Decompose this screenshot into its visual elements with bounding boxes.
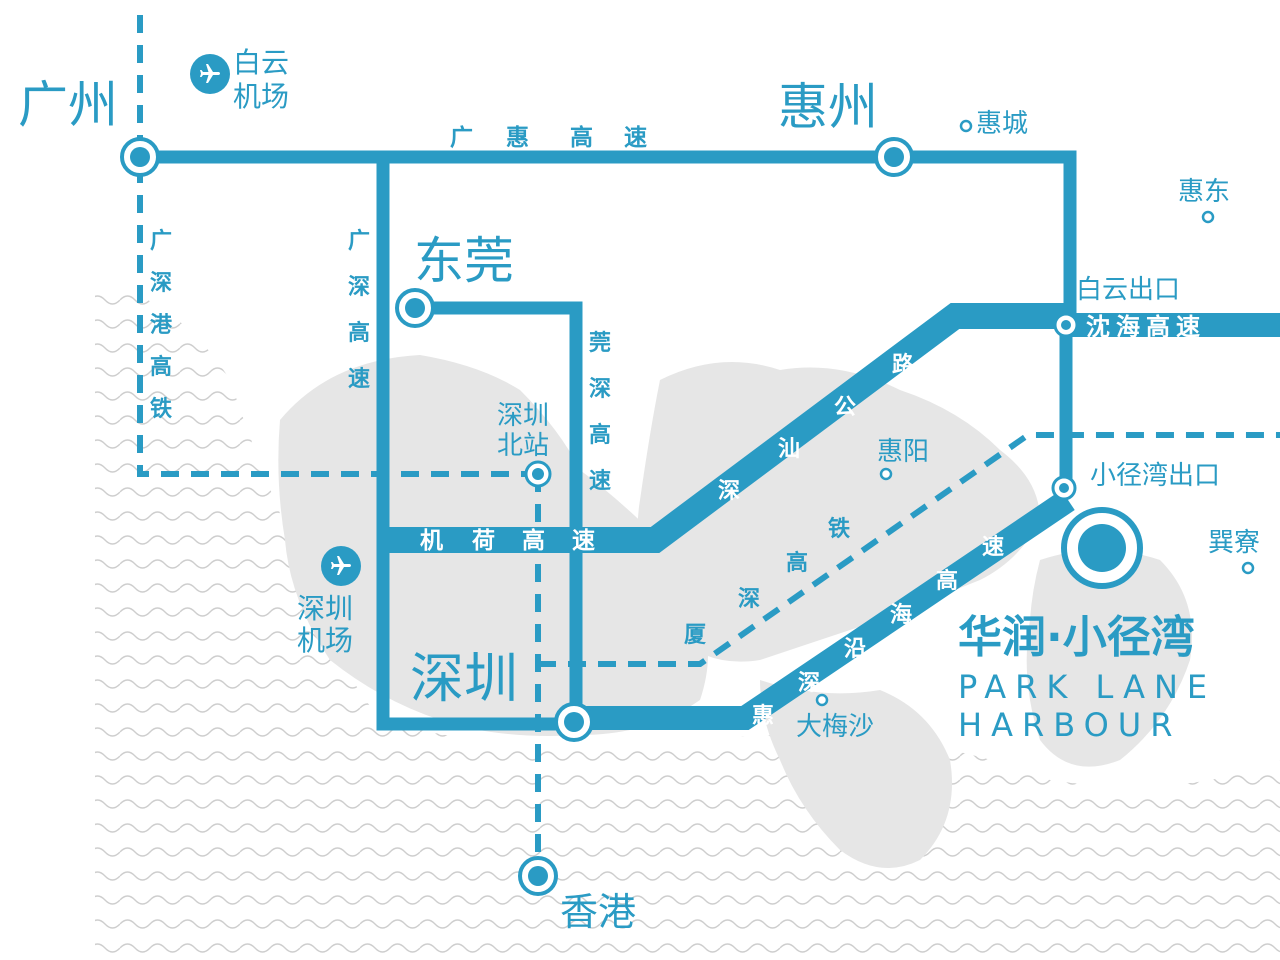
- road-char: 速: [589, 468, 611, 494]
- road-char: 铁: [828, 516, 850, 542]
- road-label-shenhai: 沈海高速: [1086, 313, 1206, 341]
- city-label-huizhou: 惠州: [778, 78, 878, 136]
- road-char: 沿: [844, 637, 866, 662]
- road-char: 广: [348, 228, 370, 254]
- airplane-icon: [321, 546, 361, 586]
- road-char: 高: [570, 124, 593, 151]
- road-label-guangshen-rail: 广 深 港 高 铁: [150, 228, 173, 422]
- huishen-coastal-expressway-line: [573, 490, 1075, 730]
- project-name-en-2: HARBOUR: [958, 706, 1181, 744]
- road-char: 海: [890, 602, 912, 628]
- road-char: 港: [150, 313, 173, 338]
- road-char: 机: [420, 528, 443, 554]
- road-label-guangshen-hwy: 广 深 高 速: [348, 228, 370, 392]
- station-ring-icon: [524, 460, 552, 488]
- road-char: 公: [834, 395, 856, 420]
- road-char: 深: [798, 671, 820, 696]
- land-dapeng: [760, 680, 952, 868]
- place-label-huicheng: 惠城: [976, 109, 1028, 139]
- station-ring-icon: [395, 288, 435, 328]
- road-char: 铁: [150, 396, 172, 422]
- road-char: 广: [150, 228, 172, 254]
- exit-marker-icon: [1053, 312, 1079, 338]
- road-char: 高: [786, 550, 808, 576]
- city-label-hongkong: 香港: [560, 890, 636, 934]
- jihe-shenshan-line: [383, 303, 1066, 553]
- stations: [120, 119, 1255, 896]
- city-label-guangzhou: 广州: [18, 76, 118, 134]
- road-char: 高: [522, 527, 545, 554]
- road-char: 路: [892, 352, 915, 378]
- project-name-en-1: PARK LANE: [958, 668, 1216, 706]
- road-char: 惠: [506, 125, 529, 151]
- road-char: 速: [572, 527, 595, 554]
- road-char: 莞: [589, 331, 611, 356]
- road-char: 深: [589, 377, 611, 402]
- road-char: 深: [718, 479, 740, 504]
- road-label-huishen: 惠 深 沿 海 高 速: [752, 534, 1004, 729]
- station-ring-icon: [874, 137, 914, 177]
- road-char: 广: [450, 124, 473, 151]
- exit-marker-icon: [1051, 475, 1077, 501]
- guangshen-expressway-line: [376, 157, 573, 731]
- road-char: 汕: [778, 437, 800, 462]
- road-char: 高: [589, 422, 611, 448]
- road-char: 速: [624, 124, 647, 151]
- station-ring-icon: [518, 856, 558, 896]
- guanghui-expressway-line: [140, 150, 1077, 325]
- place-labels: 白云 机场 深圳 机场 深圳 北站 惠城 惠东 惠阳 巽寮 大梅沙 白云出口 小…: [233, 46, 1260, 742]
- guanshen-expressway-line: [412, 301, 583, 724]
- road-labels: 广 惠 高 速 广 深 港 高 铁 广 深 高 速 莞 深 高 速 机: [150, 124, 1206, 729]
- sea-area-west: [95, 280, 380, 960]
- place-dot-icon: [959, 119, 973, 133]
- station-ring-icon: [120, 137, 160, 177]
- place-label-huidong: 惠东: [1178, 177, 1230, 207]
- place-label-huiyang: 惠阳: [877, 437, 929, 467]
- road-label-guanghui: 广 惠 高 速: [450, 124, 647, 151]
- sea-area-south: [380, 720, 1280, 960]
- city-label-shenzhen: 深圳: [410, 647, 518, 710]
- road-label-jihe: 机 荷 高 速: [420, 527, 595, 554]
- place-dot-icon: [1241, 561, 1255, 575]
- road-label-xiashen-rail: 厦 深 高 铁: [684, 516, 850, 648]
- airport-label-baiyun-1: 白云: [233, 46, 289, 79]
- airport-label-baiyun-2: 机场: [233, 80, 289, 113]
- project-marker-icon: [1061, 507, 1143, 589]
- city-labels: 广州 惠州 东莞 深圳 香港: [18, 76, 878, 934]
- airport-label-shenzhen-1: 深圳: [297, 592, 353, 625]
- road-char: 速: [348, 366, 370, 392]
- road-char: 速: [982, 534, 1004, 560]
- road-char: 高: [150, 354, 172, 380]
- road-char: 厦: [684, 623, 706, 648]
- exit-label-baiyun: 白云出口: [1076, 275, 1180, 305]
- road-label-shenshan: 深 汕 公 路: [718, 352, 915, 504]
- place-label-xunliao: 巽寮: [1208, 528, 1260, 558]
- station-label-shenzhen-north-2: 北站: [497, 431, 549, 461]
- exit-label-xiaojingwan: 小径湾出口: [1090, 461, 1220, 491]
- road-char: 深: [348, 275, 370, 300]
- airplane-icon: [190, 54, 230, 94]
- road-char: 高: [936, 568, 958, 594]
- road-label-guanshen: 莞 深 高 速: [589, 331, 611, 494]
- road-char: 荷: [472, 528, 495, 554]
- project-name-cn: 华润·小径湾: [958, 612, 1195, 663]
- city-label-dongguan: 东莞: [414, 232, 514, 290]
- station-ring-icon: [554, 702, 594, 742]
- road-char: 深: [738, 587, 760, 612]
- xiashen-rail-line: [538, 432, 1280, 667]
- airport-label-shenzhen-2: 机场: [297, 624, 353, 657]
- station-label-shenzhen-north-1: 深圳: [497, 401, 549, 431]
- land-peninsula-east: [1026, 550, 1192, 767]
- road-char: 深: [150, 271, 172, 296]
- road-char: 惠: [752, 704, 774, 729]
- routes: [137, 15, 1280, 878]
- place-dot-icon: [815, 693, 829, 707]
- road-char: 高: [348, 320, 370, 346]
- project-title: 华润·小径湾 PARK LANE HARBOUR: [958, 612, 1216, 744]
- place-dot-icon: [1201, 210, 1215, 224]
- place-label-dameisha: 大梅沙: [796, 712, 874, 742]
- place-dot-icon: [879, 467, 893, 481]
